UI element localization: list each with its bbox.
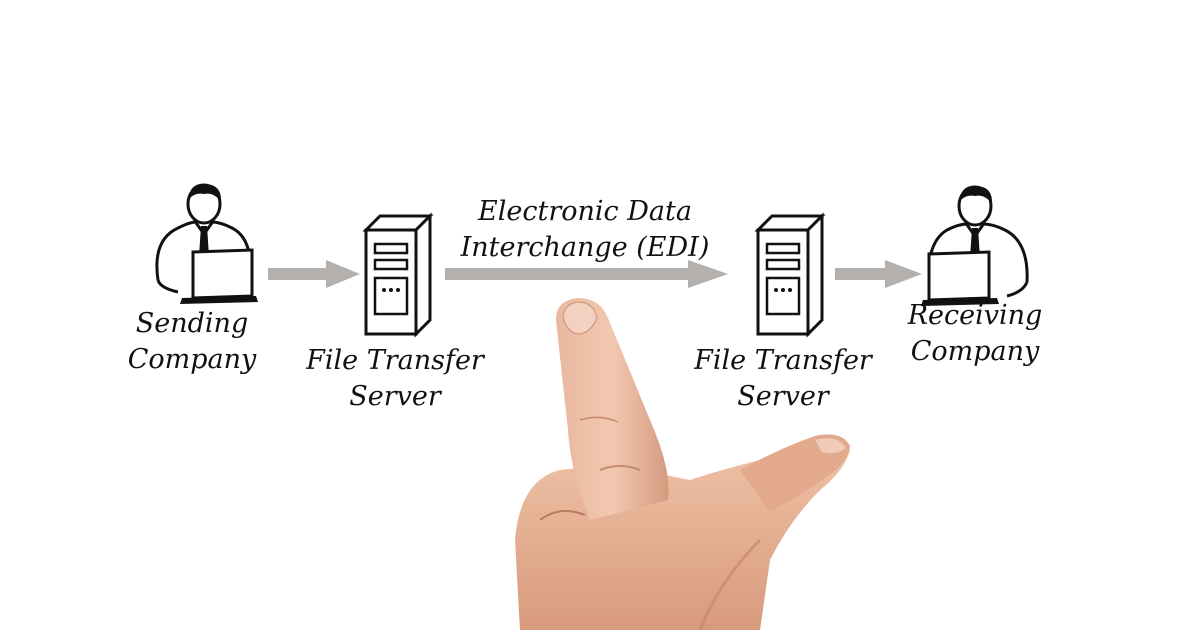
file-transfer-server-label: File Transfer Server [688,343,878,415]
receiving-company-label-line-1: Receiving [907,300,1043,331]
sending-company-label: Sending Company [112,306,272,378]
edi-arrow [445,260,728,288]
server-tower-icon [362,212,434,338]
sending-company-label-line-1: Sending [135,308,249,339]
person-at-laptop-icon [155,183,258,304]
server-2-label-line-1: File Transfer [694,345,872,376]
file-transfer-server-label: File Transfer Server [300,343,490,415]
person-at-laptop-icon [921,185,1029,306]
pointing-hand-icon [515,298,850,630]
receiving-company-label-line-2: Company [910,336,1040,367]
arrow-server-to-receiver [835,260,922,288]
server-tower-icon [754,212,826,338]
server-1-label-line-2: Server [349,381,441,412]
edi-label-line-1: Electronic Data [478,196,692,227]
server-1-label-line-1: File Transfer [306,345,484,376]
arrow-sender-to-server [268,260,360,288]
edi-label: Electronic Data Interchange (EDI) [440,194,730,266]
server-2-label-line-2: Server [737,381,829,412]
receiving-company-label: Receiving Company [890,298,1060,370]
sending-company-label-line-2: Company [127,344,257,375]
edi-label-line-2: Interchange (EDI) [460,232,710,263]
